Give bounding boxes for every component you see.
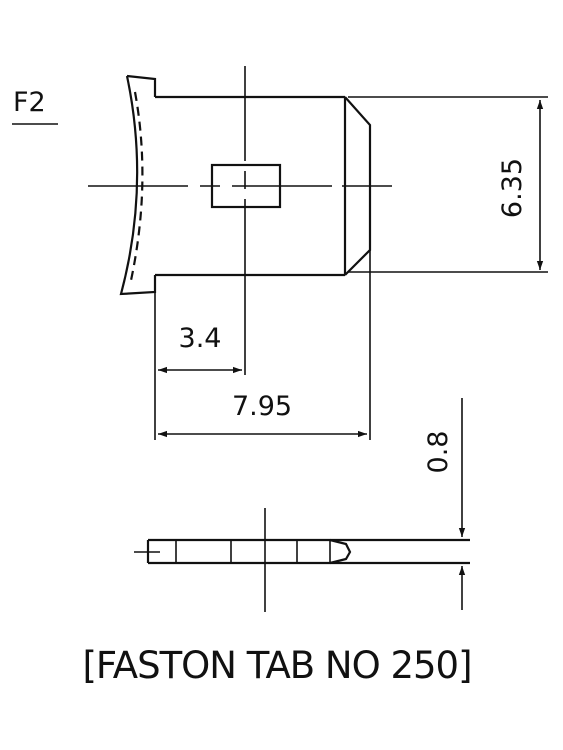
figure-label: F2 bbox=[13, 87, 46, 118]
height-dimension-label: 6.35 bbox=[497, 158, 528, 218]
tab-top-view bbox=[88, 66, 392, 375]
height-dimension: 6.35 bbox=[348, 96, 548, 273]
hole-offset-dimension: 3.4 bbox=[154, 292, 242, 440]
length-dimension-label: 7.95 bbox=[232, 391, 292, 422]
tab-side-view bbox=[134, 508, 470, 612]
thickness-dimension-label: 0.8 bbox=[423, 431, 454, 474]
drawing-caption: [FASTON TAB NO 250] bbox=[82, 644, 471, 687]
break-curve-outer bbox=[126, 74, 157, 97]
thickness-dimension: 0.8 bbox=[423, 398, 466, 610]
tab-tip bbox=[344, 96, 372, 276]
hole-offset-label: 3.4 bbox=[179, 323, 222, 354]
break-curve-inner bbox=[119, 75, 157, 296]
length-dimension: 7.95 bbox=[158, 250, 371, 440]
